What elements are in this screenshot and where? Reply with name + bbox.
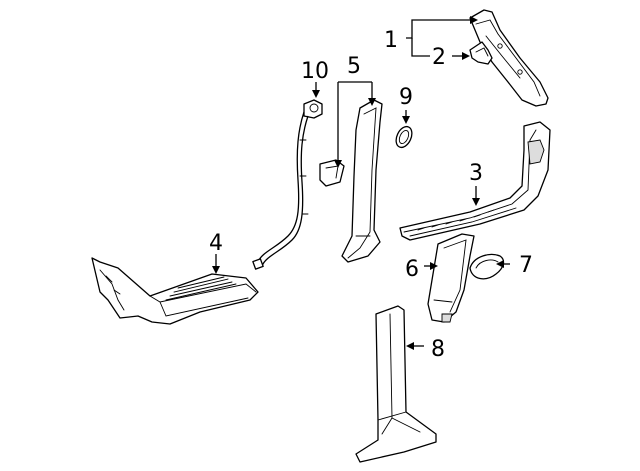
callout-8: 8 [431, 337, 445, 362]
callout-10: 10 [301, 59, 329, 84]
callout-labels: 1 2 3 4 5 6 7 8 9 10 [209, 28, 533, 362]
callout-9: 9 [399, 85, 413, 110]
part-10-wiring-harness [252, 99, 323, 270]
callout-1: 1 [384, 28, 398, 53]
part-4-scuff-plate [91, 257, 259, 325]
part-7-oval-cover [469, 253, 505, 280]
callout-2: 2 [432, 45, 446, 70]
part-2-clip [469, 41, 493, 65]
part-1-windshield-pillar-trim [469, 9, 549, 107]
callout-6: 6 [405, 257, 419, 282]
callout-3: 3 [469, 161, 483, 186]
leaders [212, 16, 510, 350]
callout-7: 7 [519, 253, 533, 278]
callout-4: 4 [209, 231, 223, 256]
part-9-grommet [395, 125, 413, 149]
part-3-sill-trim [399, 121, 551, 241]
part-5-pillar-trim [319, 99, 383, 263]
callout-5: 5 [347, 54, 361, 79]
part-8-lower-pillar-trim [355, 305, 437, 463]
part-6-center-pillar-trim [427, 233, 475, 323]
